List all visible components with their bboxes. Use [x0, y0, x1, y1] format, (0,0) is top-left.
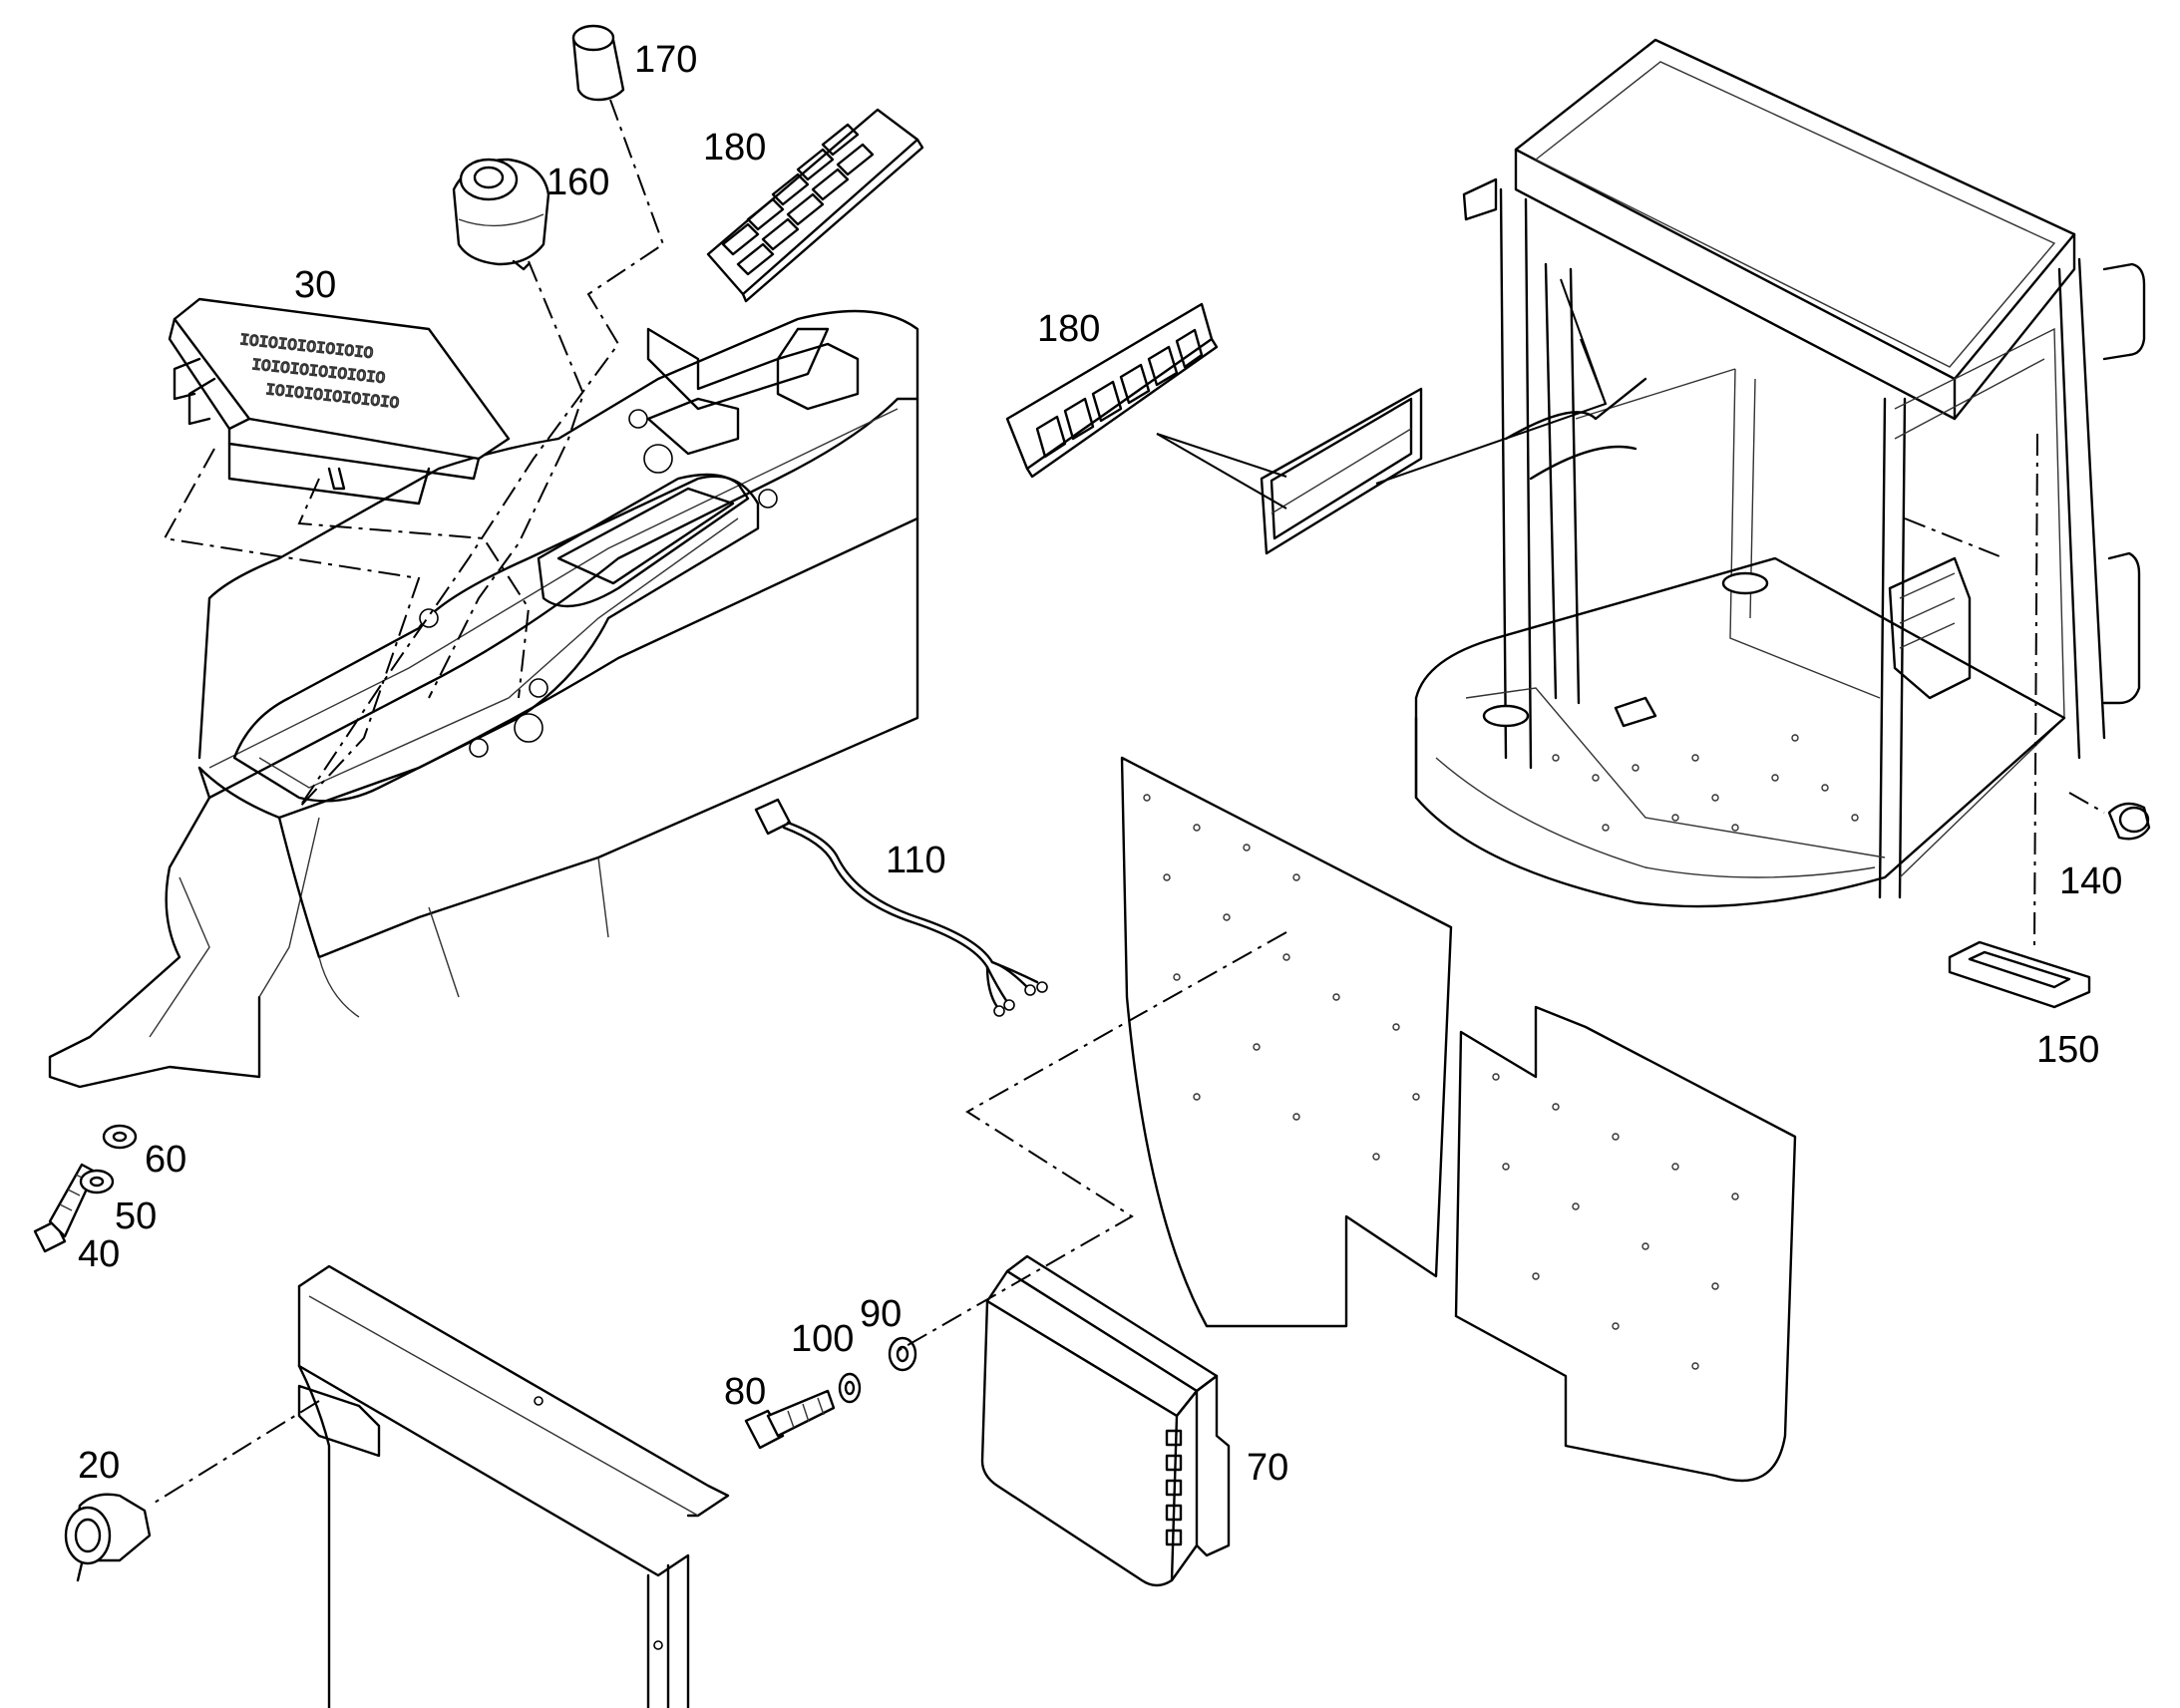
rocker-panel-180-upper — [706, 108, 924, 303]
label-180-mid: 180 — [1037, 308, 1100, 350]
knob-switch-20 — [64, 1493, 152, 1582]
washer-90 — [888, 1336, 917, 1372]
label-160: 160 — [546, 162, 609, 203]
wiring-harness-110 — [754, 798, 1048, 1017]
rocker-panel-180-mid — [1005, 302, 1219, 479]
label-90: 90 — [860, 1293, 902, 1335]
label-140: 140 — [2059, 860, 2122, 902]
plug-140 — [2107, 802, 2151, 841]
switch-cover-plate — [1260, 387, 1423, 555]
switch-panel-30: IOIOIOIOIOIOIO IOIOIOIOIOIOIO IOIOIOIOIO… — [168, 297, 511, 506]
label-60: 60 — [145, 1139, 186, 1181]
label-30: 30 — [294, 264, 336, 306]
label-170: 170 — [634, 39, 697, 81]
label-80: 80 — [724, 1371, 766, 1413]
washer-60 — [102, 1124, 138, 1150]
knob-cap-170 — [571, 24, 625, 102]
leader-lines — [1156, 278, 1608, 510]
label-100: 100 — [791, 1318, 854, 1360]
label-180-upper: 180 — [703, 127, 766, 169]
bolt-80 — [744, 1389, 836, 1450]
cab-frame — [1414, 38, 2146, 908]
control-unit-70 — [980, 1254, 1231, 1587]
operator-console — [48, 309, 919, 1089]
washer-50 — [79, 1169, 115, 1195]
floor-plate-left — [1120, 756, 1453, 1328]
floor-plate-right — [1454, 1005, 1797, 1483]
assembly-lines — [149, 99, 2105, 1507]
grommet-150 — [1948, 940, 2091, 1009]
cab-floor-holes — [1552, 734, 1859, 832]
label-50: 50 — [115, 1196, 157, 1237]
label-40: 40 — [78, 1233, 120, 1275]
label-110: 110 — [886, 840, 946, 881]
part-labels: 170 180 160 30 180 110 140 150 60 50 40 … — [78, 39, 2122, 1489]
label-70: 70 — [1247, 1447, 1288, 1489]
label-20: 20 — [78, 1445, 120, 1487]
label-150: 150 — [2036, 1029, 2099, 1071]
joystick-knob-160 — [452, 158, 550, 271]
side-cover-panel — [297, 1264, 730, 1708]
washer-100 — [838, 1372, 862, 1404]
